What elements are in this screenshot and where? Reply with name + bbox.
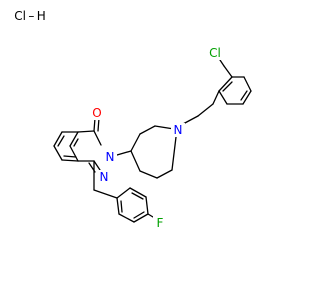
oxygen-atom-label: O [92, 106, 101, 120]
molecule-structure: Cl – H [14, 9, 252, 230]
fluorine-atom-label: F [157, 216, 164, 230]
atom-labels: Cl O N N N F [90, 46, 226, 230]
azepane-nitrogen-atom-label: N [174, 123, 183, 137]
nitrogen-2-atom-label: N [106, 150, 115, 164]
nitrogen-3-atom-label: N [100, 170, 109, 184]
hcl-salt-label: Cl – H [14, 9, 46, 23]
chlorine-atom-label: Cl [209, 46, 221, 60]
bond-lines [53, 56, 252, 223]
